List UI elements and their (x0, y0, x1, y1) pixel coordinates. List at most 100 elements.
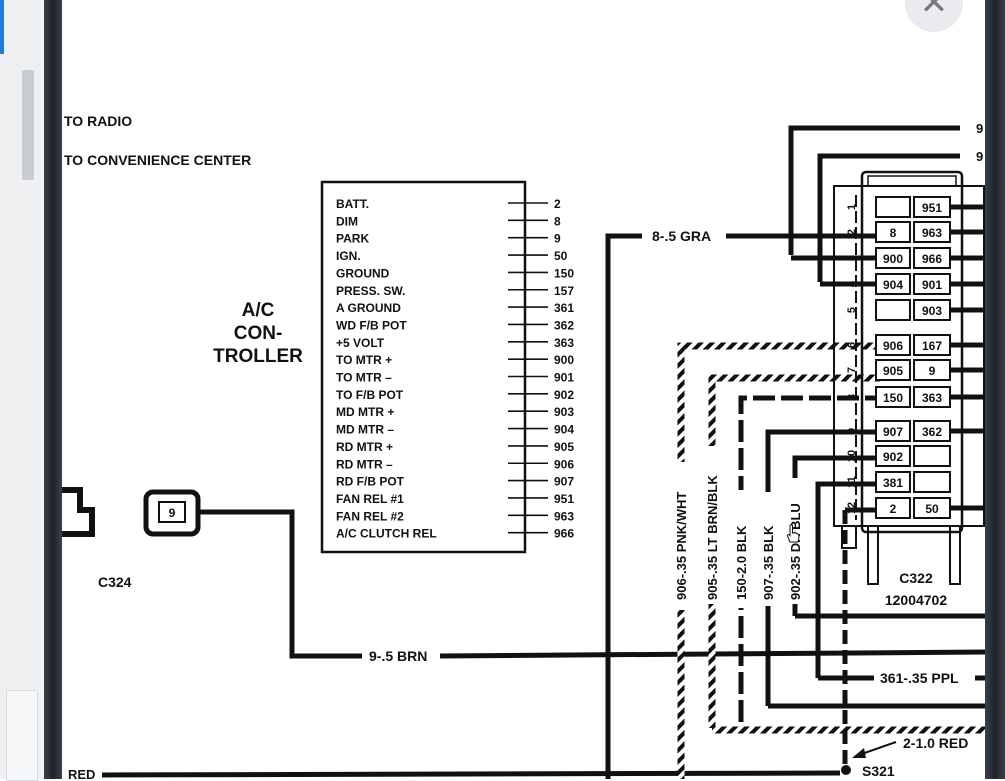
ppl-wire-label: 361-.35 PPL (880, 670, 959, 686)
c322-cavity-left-label: 2 (890, 502, 897, 516)
viewer-left-border (44, 0, 62, 779)
red-wire (101, 770, 841, 778)
pin-circuit: 963 (554, 509, 574, 523)
s321-label: S321 (862, 763, 895, 779)
c322-cavity-right-label: 963 (922, 226, 942, 240)
c322-cavity-right-label: 903 (922, 304, 942, 318)
c322-cavity-left (875, 196, 911, 218)
c322-cavity-left-label: 906 (883, 339, 903, 353)
red-ground-label: 2-1.0 RED (903, 735, 968, 751)
c322-leg-right (949, 525, 961, 585)
brn-wire-label: 9-.5 BRN (369, 648, 427, 664)
c322-cavity-right (913, 471, 951, 493)
pin-circuit: 951 (554, 492, 574, 506)
pin-name: FAN REL #2 (336, 509, 404, 523)
pin-name: RD F/B POT (336, 475, 405, 489)
sidebar-panel (6, 690, 38, 781)
c322-cavity-left-label: 150 (883, 391, 903, 405)
pin-name: RD MTR + (336, 440, 393, 454)
pin-circuit: 50 (554, 249, 568, 263)
c322-tab-left (841, 525, 857, 549)
wire-150-label-gap (730, 490, 754, 608)
pin-circuit: 150 (554, 266, 574, 280)
pin-circuit: 966 (554, 527, 574, 541)
pin-circuit: 906 (554, 457, 574, 471)
top-wire-1-label: 9 (976, 121, 983, 136)
c322-cavity-right-label: 951 (922, 201, 942, 215)
c322-row-number: 12 (846, 502, 858, 514)
c322-cavity-left (875, 471, 911, 493)
pin-circuit: 362 (554, 318, 574, 332)
pin-name: TO MTR + (336, 353, 392, 367)
c322-cavity-left (875, 386, 911, 408)
wire-150 (738, 395, 880, 722)
pin-circuit: 905 (554, 440, 574, 454)
wire-905 (708, 374, 880, 728)
c322-row-number: 5 (846, 307, 858, 313)
pin-circuit: 2 (554, 197, 561, 211)
wire-906-label-gap (669, 462, 693, 610)
c324-label: C324 (98, 574, 132, 590)
gra-wire (605, 233, 642, 779)
wire-907-label: 907-.35 BLK (761, 525, 776, 600)
pin-name: BATT. (336, 197, 369, 211)
to-convenience-center-label: TO CONVENIENCE CENTER (64, 152, 251, 168)
viewer-right-border (985, 0, 1005, 779)
c322-cavity-left-label: 8 (890, 226, 897, 240)
wire-906-label: 906-.35 PNK/WHT (674, 492, 689, 600)
c322-cavity-left-label: 900 (883, 252, 903, 266)
pin-name: DIM (336, 214, 358, 228)
c322-row-number: 6 (846, 342, 858, 348)
c322-cavity-left (875, 497, 911, 519)
c322-housing (860, 170, 964, 534)
pin-circuit: 901 (554, 371, 574, 385)
c322-cavity-left-label: 904 (883, 278, 903, 292)
c324-pin-label: 9 (169, 506, 176, 520)
pin-circuit: 907 (554, 475, 574, 489)
sidebar-scrollbar[interactable] (22, 70, 34, 180)
c322-cavity-left-label: 905 (883, 364, 903, 378)
pin-name: WD F/B POT (336, 318, 407, 332)
c322-cavity-right (913, 445, 951, 467)
pin-name: MD MTR + (336, 405, 394, 419)
c322-cavity-right-label: 50 (925, 502, 939, 516)
c324-pin-cell (158, 501, 186, 523)
c322-cavity-left (875, 247, 911, 269)
c322-cavity-right-label: 362 (922, 425, 942, 439)
top-wire-2 (817, 153, 960, 282)
pin-name: IGN. (336, 249, 361, 263)
c322-latch (867, 175, 957, 187)
wire-906 (677, 342, 880, 779)
gra-wire-label: 8-.5 GRA (652, 228, 711, 244)
pin-name: MD MTR – (336, 423, 394, 437)
wire-150-label: 150-2.0 BLK (734, 525, 749, 600)
s321-splice (841, 765, 851, 775)
pin-circuit: 904 (554, 423, 574, 437)
to-radio-label: TO RADIO (64, 113, 132, 129)
pin-circuit: 8 (554, 214, 561, 228)
top-wire-1 (788, 125, 960, 255)
c322-cavity-left (875, 445, 911, 467)
red-arrow-head (852, 748, 866, 758)
c322-cavity-left-label: 381 (883, 476, 903, 490)
pin-name: RD MTR – (336, 457, 393, 471)
active-tab-accent (0, 0, 4, 54)
browser-left-frame (0, 0, 62, 781)
c322-cavity-right-label: 901 (922, 278, 942, 292)
c322-cavity-left (875, 334, 911, 356)
pin-name: GROUND (336, 266, 390, 280)
c322-row-number: 1 (846, 204, 858, 210)
c322-part-number: 12004702 (885, 592, 948, 608)
pin-circuit: 363 (554, 336, 574, 350)
c322-row-number: 8 (846, 394, 858, 400)
c322-cavity-left (875, 420, 911, 442)
c322-row-number: 3 (846, 255, 858, 261)
pin-name: PRESS. SW. (336, 284, 405, 298)
wire-907 (765, 429, 880, 706)
c322-cavity-right-label: 363 (922, 391, 942, 405)
pin-name: TO MTR – (336, 371, 392, 385)
pin-circuit: 9 (554, 232, 561, 246)
c322-row-number: 10 (846, 450, 858, 462)
